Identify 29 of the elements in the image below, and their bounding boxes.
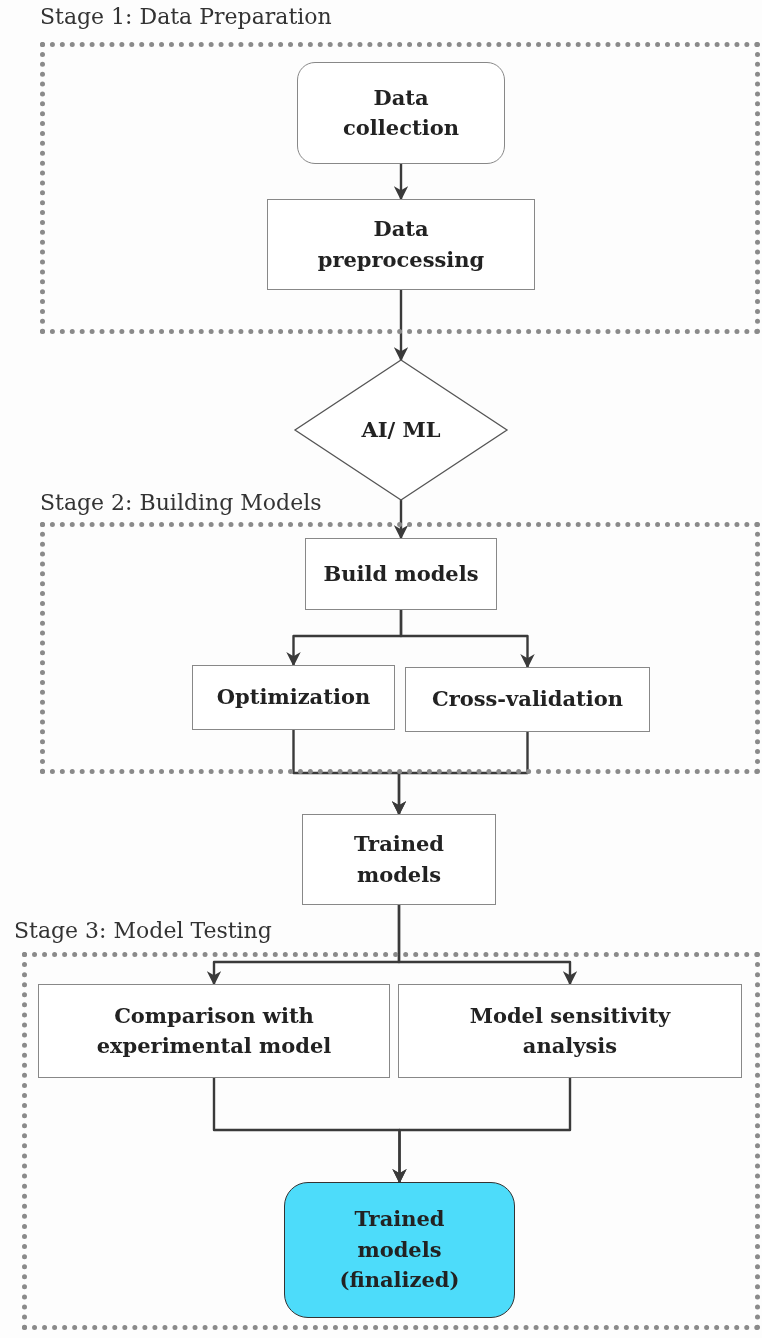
- node-label: Model sensitivity analysis: [468, 1001, 672, 1060]
- result-box: [284, 1182, 515, 1318]
- arrow: [397, 905, 578, 986]
- arrow: [399, 610, 535, 669]
- node-label: AI/ ML: [361, 415, 441, 444]
- process-box: [267, 199, 535, 290]
- stage-heading: Stage 1: Data Preparation: [40, 4, 332, 29]
- node-label: Data collection: [342, 83, 460, 142]
- node-label: Trained models (finalized): [338, 1205, 461, 1295]
- arrow: [393, 500, 409, 540]
- node-label: Trained models: [352, 830, 446, 889]
- node-label: Optimization: [216, 683, 371, 712]
- process-box: [405, 667, 650, 732]
- arrow: [392, 1078, 572, 1184]
- stage-heading: Stage 2: Building Models: [40, 490, 322, 515]
- process-box: [398, 984, 742, 1078]
- process-box: [302, 814, 496, 905]
- process-box: [192, 665, 395, 730]
- node-label: Build models: [323, 559, 479, 588]
- process-box: [38, 984, 390, 1078]
- node-label: Data preprocessing: [316, 215, 486, 274]
- node-label: Comparison with experimental model: [95, 1001, 333, 1060]
- stage-heading: Stage 3: Model Testing: [14, 918, 272, 943]
- arrow: [393, 164, 409, 201]
- node-label: Cross-validation: [431, 685, 624, 714]
- arrow: [393, 290, 409, 362]
- arrow: [391, 732, 529, 816]
- start-box: [297, 62, 505, 164]
- process-box: [305, 538, 497, 610]
